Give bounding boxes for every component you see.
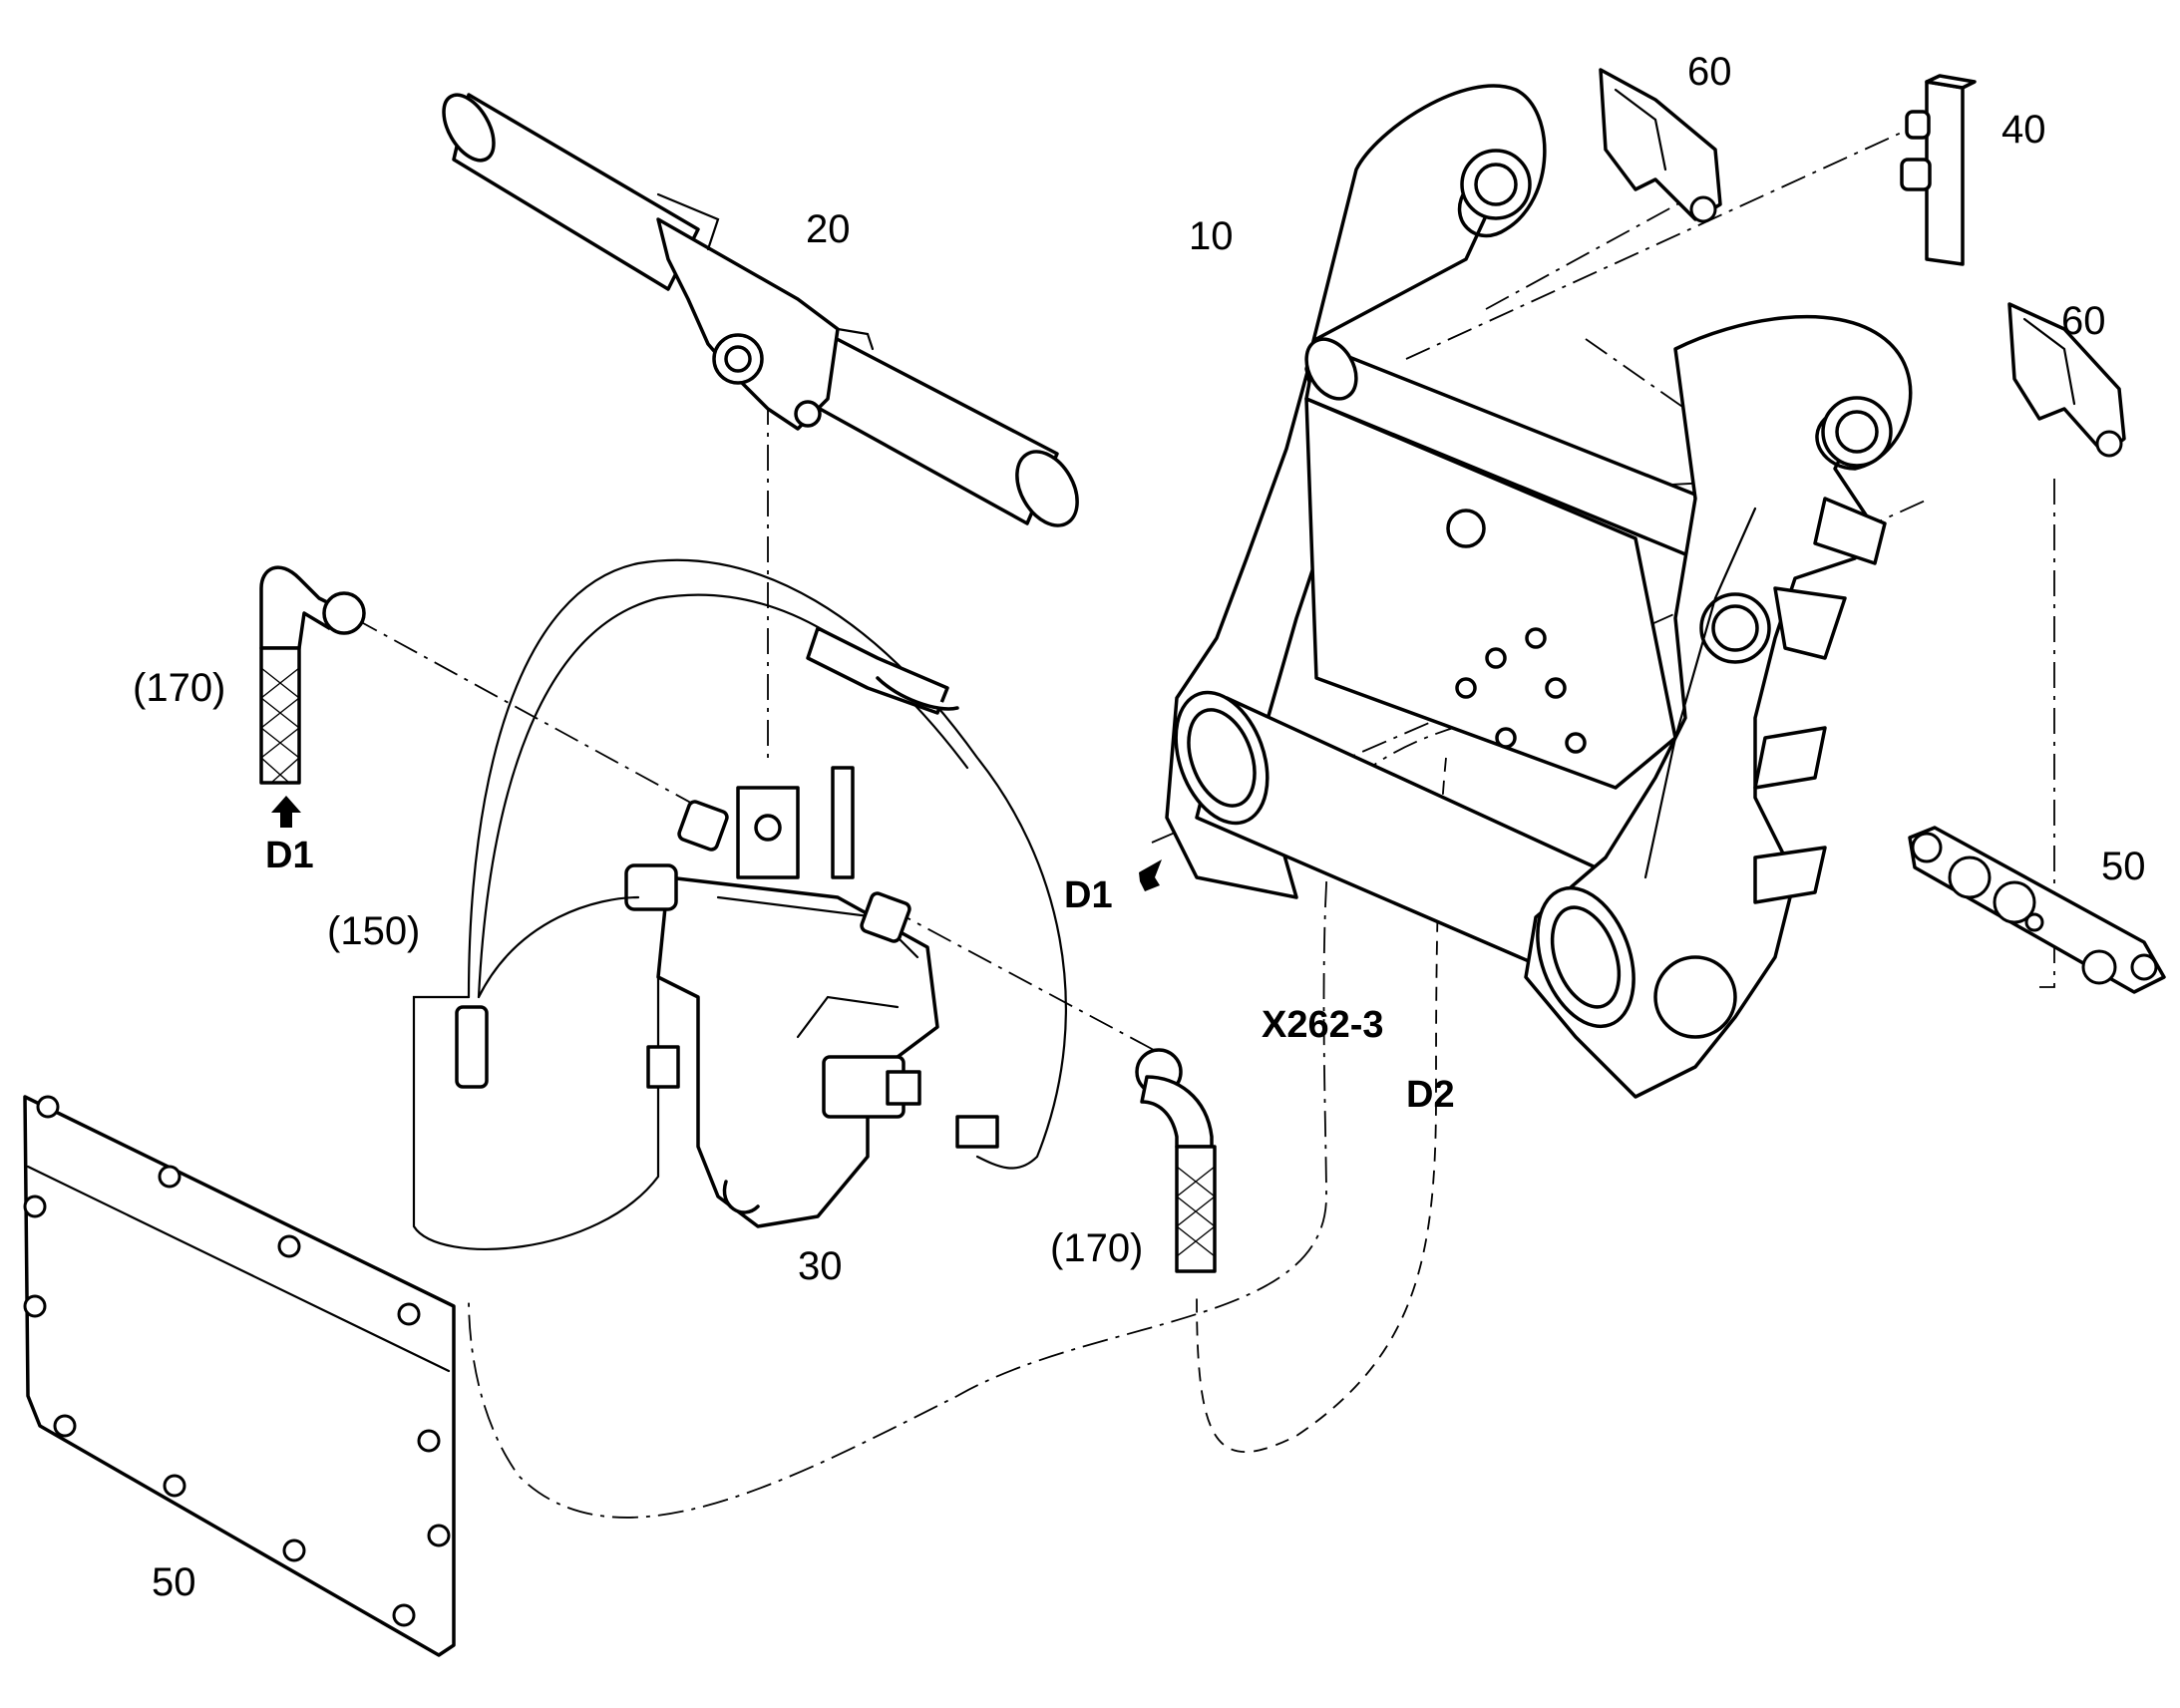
callout-60-top: 60: [1687, 50, 1732, 94]
hose-bottom: (170): [1050, 1048, 1217, 1273]
valve-block: 30: [624, 766, 939, 1288]
latch-right: 60: [2007, 299, 2126, 458]
callout-40: 40: [2001, 108, 2046, 152]
d1-arrow-up-icon: [271, 796, 301, 828]
connection-d1-right: D1: [1064, 874, 1113, 916]
d1-arrow-icon: [1139, 859, 1162, 891]
d2-dashed-line: [1196, 757, 1447, 1453]
wiring-harness: (150): [327, 558, 1067, 1250]
cover-plate-right: 50: [1908, 826, 2166, 994]
connection-d2: D2: [1406, 1074, 1455, 1116]
callout-30: 30: [798, 1244, 843, 1288]
callout-20: 20: [806, 207, 851, 251]
connection-d1-left: D1: [265, 835, 314, 876]
connection-x262-3: X262-3: [1262, 1004, 1384, 1046]
latch-top: 60: [1599, 50, 1732, 223]
hydraulic-cylinder: 20: [442, 93, 1079, 527]
hose-top-left: (170) D1: [133, 565, 366, 876]
callout-170-top: (170): [133, 666, 225, 710]
quick-coupler-frame: 10: [1165, 84, 1913, 1099]
stud-bar: 40: [1900, 74, 2046, 266]
callout-50-right: 50: [2101, 845, 2146, 888]
cover-plate-left: 50: [23, 1095, 456, 1657]
callout-60-right: 60: [2061, 299, 2106, 343]
callout-150: (150): [327, 909, 420, 953]
callout-10: 10: [1189, 214, 1234, 258]
callout-50-left: 50: [152, 1560, 196, 1604]
callout-170-bottom: (170): [1050, 1226, 1143, 1270]
